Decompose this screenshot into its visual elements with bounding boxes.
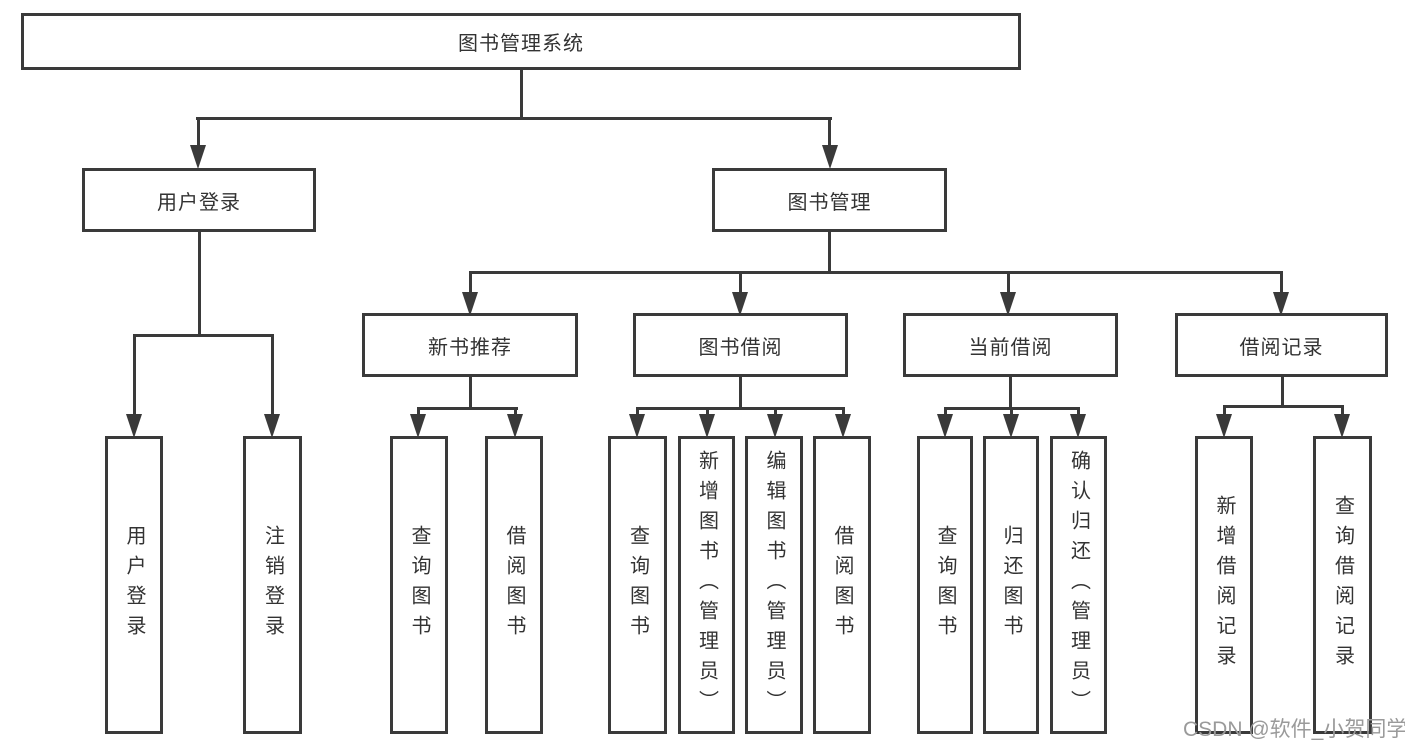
connector-line (1281, 375, 1284, 408)
connector-line (739, 271, 742, 296)
leaf-borrow-add-books-admin-label: 新增图书（管理员） (695, 450, 718, 720)
arrow-head (767, 414, 783, 438)
connector-line (1223, 405, 1344, 408)
connector-line (739, 375, 742, 410)
node-user-login-label: 用户登录 (157, 191, 241, 214)
leaf-logout: 注销登录 (243, 436, 302, 734)
arrow-head (410, 414, 426, 438)
connector-line (520, 67, 523, 119)
node-book-management-label: 图书管理 (787, 191, 872, 214)
node-root: 图书管理系统 (21, 13, 1021, 70)
leaf-recommend-borrow-books: 借阅图书 (485, 436, 543, 734)
arrow-head (699, 414, 715, 438)
leaf-records-add-record: 新增借阅记录 (1195, 436, 1253, 734)
node-user-login: 用户登录 (82, 168, 316, 232)
leaf-records-query-record: 查询借阅记录 (1313, 436, 1372, 734)
arrow-head (507, 414, 523, 438)
connector-line (133, 334, 136, 418)
connector-line (636, 407, 639, 418)
node-book-borrow-label: 图书借阅 (698, 336, 783, 359)
node-current-borrow-label: 当前借阅 (968, 336, 1053, 359)
leaf-logout-label: 注销登录 (261, 525, 284, 645)
connector-line (469, 375, 472, 410)
connector-line (774, 407, 777, 418)
connector-line (469, 271, 472, 296)
node-borrow-records: 借阅记录 (1175, 313, 1388, 377)
node-root-label: 图书管理系统 (458, 33, 584, 55)
connector-line (1007, 271, 1010, 296)
leaf-current-query-books-label: 查询图书 (934, 525, 956, 645)
node-new-book-recommend-label: 新书推荐 (428, 336, 512, 359)
leaf-recommend-query-books: 查询图书 (390, 436, 448, 734)
leaf-borrow-borrow-books: 借阅图书 (813, 436, 871, 734)
leaf-current-confirm-return-admin: 确认归还（管理员） (1050, 436, 1107, 734)
arrow-head (1070, 414, 1086, 438)
node-book-management: 图书管理 (712, 168, 947, 232)
connector-line (1009, 375, 1012, 410)
node-new-book-recommend: 新书推荐 (362, 313, 578, 377)
arrow-head (937, 414, 953, 438)
arrow-head (1000, 292, 1016, 316)
connector-line (271, 334, 274, 418)
arrow-head (462, 292, 478, 316)
leaf-records-add-record-label: 新增借阅记录 (1213, 495, 1235, 675)
arrow-head (190, 145, 206, 169)
leaf-current-query-books: 查询图书 (917, 436, 973, 734)
leaf-current-return-books: 归还图书 (983, 436, 1039, 734)
leaf-borrow-edit-books-admin: 编辑图书（管理员） (745, 436, 803, 734)
connector-line (828, 117, 831, 149)
connector-line (636, 407, 845, 410)
arrow-head (1273, 292, 1289, 316)
leaf-borrow-borrow-books-label: 借阅图书 (831, 525, 853, 645)
leaf-recommend-borrow-books-label: 借阅图书 (503, 525, 525, 645)
connector-line (197, 117, 200, 149)
node-borrow-records-label: 借阅记录 (1239, 336, 1324, 359)
arrow-head (822, 145, 838, 169)
arrow-head (126, 414, 142, 438)
arrow-head (1334, 414, 1350, 438)
leaf-borrow-add-books-admin: 新增图书（管理员） (678, 436, 735, 734)
leaf-user-login-label: 用户登录 (123, 525, 145, 645)
connector-line (842, 407, 845, 418)
arrow-head (835, 414, 851, 438)
leaf-records-query-record-label: 查询借阅记录 (1331, 495, 1354, 675)
leaf-borrow-edit-books-admin-label: 编辑图书（管理员） (763, 450, 785, 720)
connector-line (417, 407, 420, 418)
connector-line (196, 117, 832, 120)
connector-line (469, 271, 1283, 274)
leaf-current-confirm-return-admin-label: 确认归还（管理员） (1067, 450, 1090, 720)
connector-line (514, 407, 517, 418)
leaf-current-return-books-label: 归还图书 (1000, 525, 1022, 645)
arrow-head (1003, 414, 1019, 438)
connector-line (1280, 271, 1283, 296)
node-book-borrow: 图书借阅 (633, 313, 848, 377)
arrow-head (629, 414, 645, 438)
arrow-head (264, 414, 280, 438)
connector-line (944, 407, 947, 418)
csdn-watermark: CSDN @软件_小贺同学 (1183, 718, 1405, 741)
arrow-head (1216, 414, 1232, 438)
leaf-recommend-query-books-label: 查询图书 (408, 525, 430, 645)
connector-line (1223, 405, 1226, 418)
connector-line (1010, 407, 1013, 418)
node-current-borrow: 当前借阅 (903, 313, 1118, 377)
connector-line (198, 230, 201, 336)
connector-line (1077, 407, 1080, 418)
leaf-borrow-query-books: 查询图书 (608, 436, 667, 734)
leaf-user-login: 用户登录 (105, 436, 163, 734)
connector-line (133, 334, 274, 337)
connector-line (417, 407, 518, 410)
leaf-borrow-query-books-label: 查询图书 (626, 525, 649, 645)
connector-line (828, 230, 831, 274)
connector-line (706, 407, 709, 418)
connector-line (1341, 405, 1344, 418)
arrow-head (732, 292, 748, 316)
